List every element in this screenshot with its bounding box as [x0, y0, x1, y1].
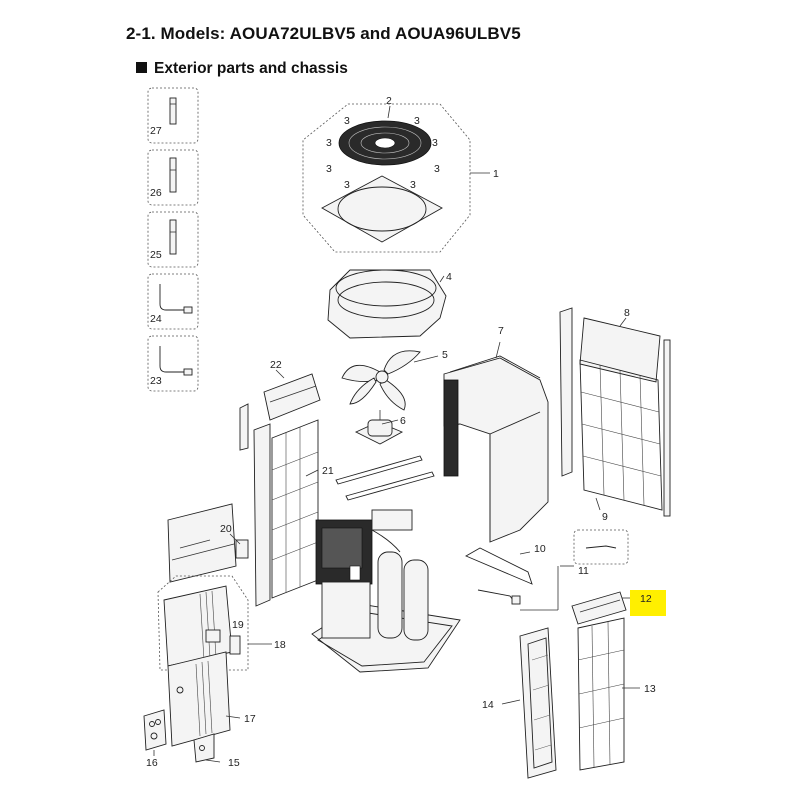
- motor-support-rails: [335, 455, 435, 501]
- label-part-3g: 3: [344, 179, 350, 191]
- label-part-3d: 3: [432, 137, 438, 149]
- label-part-7: 7: [498, 325, 504, 337]
- part-24-box: [147, 273, 199, 330]
- upper-control-panel: [167, 503, 237, 583]
- label-part-14: 14: [482, 699, 494, 711]
- leader-lines: [153, 105, 640, 763]
- label-part-23: 23: [150, 375, 162, 387]
- part-25-box: [147, 211, 199, 268]
- label-part-3b: 3: [414, 115, 420, 127]
- label-part-21: 21: [322, 465, 334, 477]
- part-9-right-grille: [579, 339, 671, 517]
- label-part-18: 18: [274, 639, 286, 651]
- label-part-2: 2: [386, 95, 392, 107]
- label-part-8: 8: [624, 307, 630, 319]
- part-19-cover: [229, 635, 241, 655]
- part-21-left-grille: [271, 419, 319, 599]
- label-part-15: 15: [228, 757, 240, 769]
- part-7-heat-exchanger: [443, 355, 549, 543]
- part-10-bracket: [464, 547, 533, 605]
- part-11-box: [573, 529, 629, 565]
- part-6-fan-motor: [354, 410, 404, 445]
- central-chassis-assembly: [311, 509, 461, 673]
- label-part-5: 5: [442, 349, 448, 361]
- part-4-fan-shroud: [327, 269, 447, 339]
- label-part-19: 19: [232, 619, 244, 631]
- label-part-9: 9: [602, 511, 608, 523]
- part-1-top-assembly: [302, 103, 471, 253]
- part-17-lower-panel: [167, 651, 231, 747]
- label-part-3h: 3: [410, 179, 416, 191]
- label-part-4: 4: [446, 271, 452, 283]
- left-side-frame: [239, 403, 271, 607]
- part-22-bracket: [263, 373, 321, 421]
- label-part-11: 11: [578, 565, 589, 577]
- section-heading-text: Exterior parts and chassis: [154, 60, 348, 77]
- bullet-square-icon: [136, 62, 147, 73]
- label-part-3e: 3: [326, 163, 332, 175]
- part-16-plate: [143, 709, 167, 751]
- part-5-propeller-fan: [341, 350, 421, 411]
- part-23-box: [147, 335, 199, 392]
- label-part-16: 16: [146, 757, 158, 769]
- part-20-bracket: [235, 539, 249, 559]
- page-title: 2-1. Models: AOUA72ULBV5 and AOUA96ULBV5: [126, 24, 521, 43]
- part-13-rear-grille: [577, 617, 625, 771]
- label-part-3c: 3: [326, 137, 332, 149]
- label-part-27: 27: [150, 125, 162, 137]
- part-18-front-panel-box: [157, 575, 249, 671]
- part-14-front-grille: [519, 627, 557, 779]
- part-26-box: [147, 149, 199, 206]
- label-part-25: 25: [150, 249, 162, 261]
- part-12-highlight: [630, 590, 666, 616]
- part-27-box: [147, 87, 199, 144]
- label-part-20: 20: [220, 523, 232, 535]
- label-part-3f: 3: [434, 163, 440, 175]
- label-part-10: 10: [534, 543, 546, 555]
- label-part-3a: 3: [344, 115, 350, 127]
- label-part-26: 26: [150, 187, 162, 199]
- label-part-6: 6: [400, 415, 406, 427]
- part-15-plate: [193, 733, 215, 763]
- section-heading: Exterior parts and chassis: [136, 60, 348, 78]
- label-part-17: 17: [244, 713, 256, 725]
- label-part-1: 1: [493, 168, 499, 180]
- part-12-rear-panel: [571, 591, 627, 625]
- label-part-24: 24: [150, 313, 162, 325]
- label-part-13: 13: [644, 683, 656, 695]
- part-8-right-panel: [559, 307, 661, 477]
- part-labels: 1 2 3 3 3 3 3 3 3 3 4 5 6 7 8 9 10 11 12…: [146, 95, 656, 769]
- label-part-22: 22: [270, 359, 282, 371]
- label-part-12: 12: [640, 593, 652, 605]
